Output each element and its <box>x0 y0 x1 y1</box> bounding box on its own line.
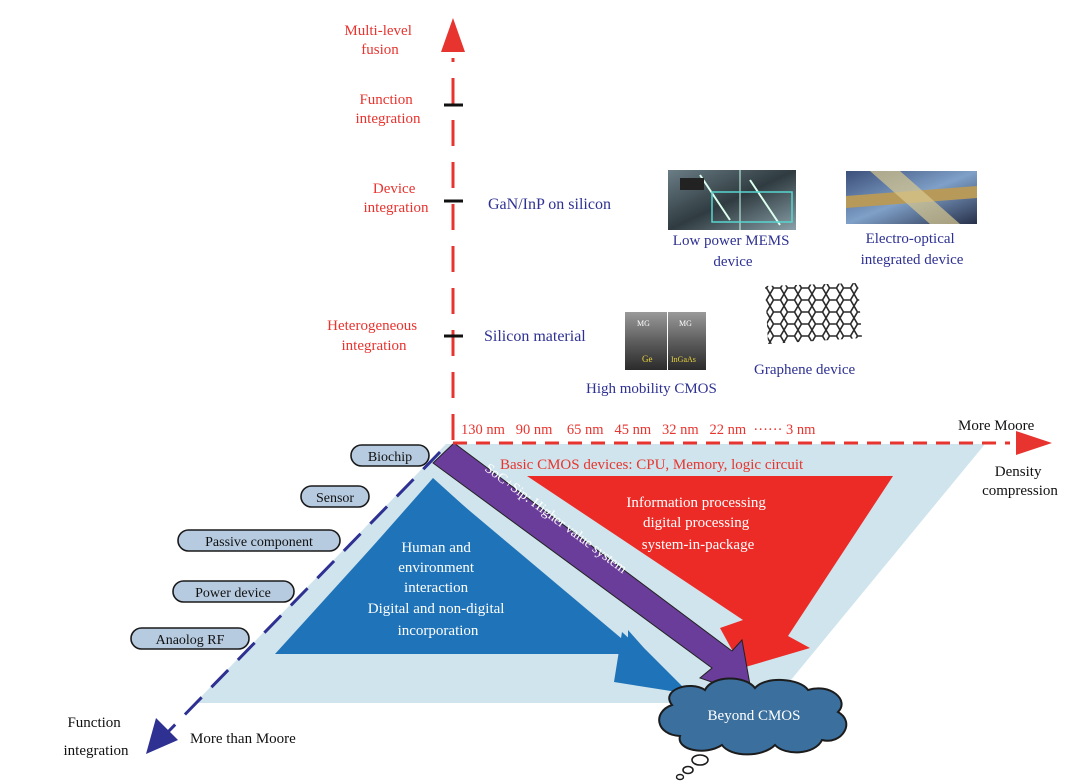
soc-sip-arrow <box>432 442 753 697</box>
electro-optical-device-image <box>846 171 977 224</box>
high-mobility-cmos-image: MG MG Ge InGaAs <box>625 312 706 370</box>
pill-passive-component: Passive component <box>177 529 341 552</box>
level-multi-level-fusion: Multi-level fusion <box>344 23 415 58</box>
pill-biochip: Biochip <box>350 444 430 467</box>
horizontal-axis-arrowhead <box>1016 431 1052 455</box>
more-moore-label: More Moore <box>958 418 1035 434</box>
function-integration-label: Function integration <box>64 715 129 759</box>
pill-sensor: Sensor <box>300 485 370 508</box>
graphene-device-image <box>765 283 862 344</box>
human-interaction-triangle-body <box>275 480 640 654</box>
technology-node-labels: 130 nm 90 nm 65 nm 45 nm 32 nm 22 nm ···… <box>461 422 816 438</box>
level-heterogeneous-integration: Heterogeneous integration <box>327 318 421 354</box>
information-processing-text: Information processing digital processin… <box>626 495 769 553</box>
svg-text:MG: MG <box>637 319 650 328</box>
mems-device-image <box>668 170 796 230</box>
basic-cmos-devices-label: Basic CMOS devices: CPU, Memory, logic c… <box>500 457 804 473</box>
svg-text:Power device: Power device <box>195 586 271 601</box>
vertical-axis-arrowhead <box>441 18 465 52</box>
mems-device-label: Low power MEMS device <box>673 233 793 270</box>
information-processing-triangle <box>527 476 893 668</box>
diagonal-axis-line <box>163 450 442 737</box>
svg-text:Anaolog RF: Anaolog RF <box>156 633 225 648</box>
beyond-cmos-cloud: Beyond CMOS <box>658 677 848 781</box>
diagonal-axis-arrowhead <box>146 718 178 754</box>
svg-text:Passive component: Passive component <box>205 535 313 550</box>
svg-text:Biochip: Biochip <box>368 450 412 465</box>
pill-power-device: Power device <box>172 580 295 603</box>
human-interaction-arrowhead <box>614 632 690 694</box>
graphene-device-label: Graphene device <box>754 362 856 378</box>
svg-text:Sensor: Sensor <box>316 491 354 506</box>
svg-text:InGaAs: InGaAs <box>671 355 696 364</box>
level-function-integration: Function integration <box>356 92 421 127</box>
human-interaction-text: Human and environment interaction Digita… <box>368 540 508 639</box>
density-compression-label: Density compression <box>982 464 1058 499</box>
high-mobility-cmos-label: High mobility CMOS <box>586 381 717 397</box>
svg-text:MG: MG <box>679 319 692 328</box>
row-label-silicon-material: Silicon material <box>484 328 586 345</box>
more-than-moore-label: More than Moore <box>190 731 296 747</box>
svg-text:Ge: Ge <box>642 354 653 364</box>
row-label-gan-inp: GaN/InP on silicon <box>488 196 611 213</box>
beyond-cmos-label: Beyond CMOS <box>708 708 801 724</box>
electro-optical-device-label: Electro-optical integrated device <box>861 231 964 268</box>
pill-analog-rf: Anaolog RF <box>130 627 250 650</box>
level-device-integration: Device integration <box>364 181 429 216</box>
